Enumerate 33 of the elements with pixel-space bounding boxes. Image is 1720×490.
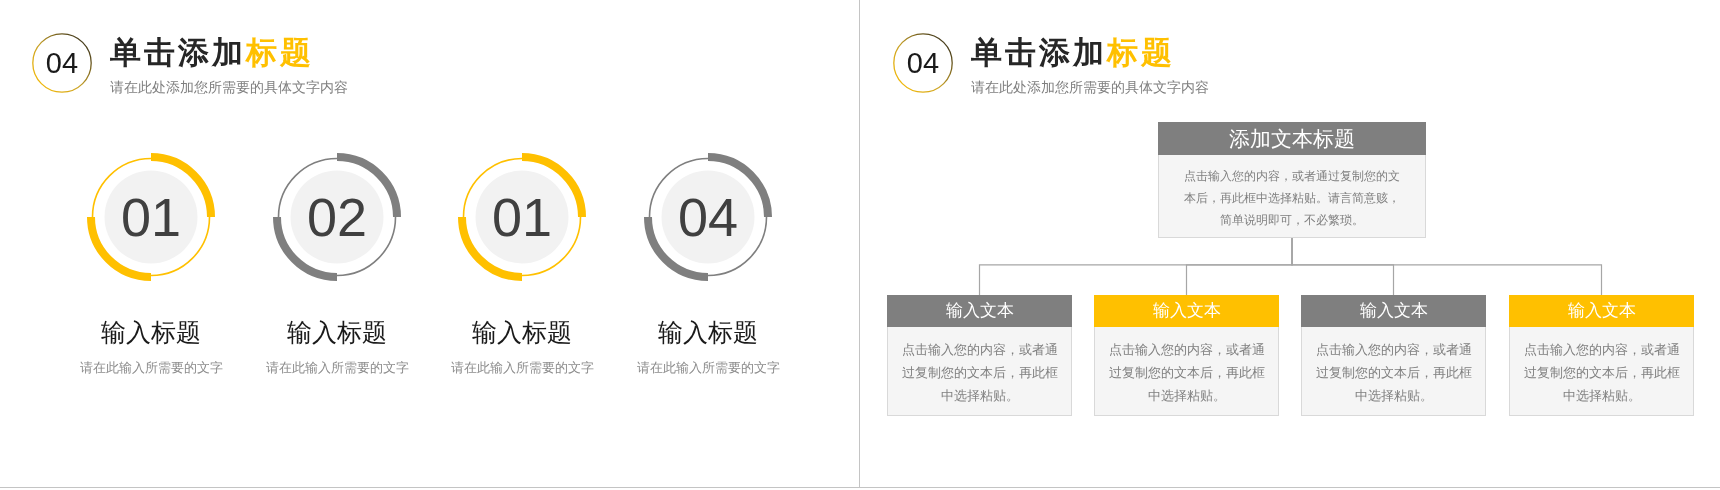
item-title: 输入标题 — [658, 317, 758, 347]
slide-subtitle: 请在此处添加您所需要的具体文字内容 — [110, 78, 348, 96]
text-card — [1301, 295, 1486, 416]
item-description: 请在此输入所需要的文字 — [450, 359, 594, 376]
slide-heading: 单击添加标题 — [971, 34, 1175, 71]
card-heading: 输入文本 — [1509, 295, 1694, 327]
slide-subtitle: 请在此处添加您所需要的具体文字内容 — [971, 78, 1209, 96]
card-heading: 输入文本 — [1301, 295, 1486, 327]
text-card — [1509, 295, 1694, 416]
item-description: 请在此输入所需要的文字 — [636, 359, 780, 376]
circle-number: 01 — [491, 188, 553, 246]
badge-number: 04 — [45, 47, 79, 79]
badge-number: 04 — [906, 47, 940, 79]
circle-number: 02 — [306, 188, 368, 246]
card-text: 点击输入您的内容，或者通过复制您的文本后，再此框中选择粘贴。 — [1107, 341, 1266, 405]
text-card — [1094, 295, 1279, 416]
card-text: 点击输入您的内容，或者通过复制您的文本后，再此框中选择粘贴。 — [1314, 341, 1473, 405]
item-title: 输入标题 — [472, 317, 572, 347]
item-title: 输入标题 — [287, 317, 387, 347]
card-text: 点击输入您的内容，或者通过复制您的文本后，再此框中选择粘贴。请言简意赅，简单说明即可，不必繁琐。 — [1183, 168, 1401, 229]
item-description: 请在此输入所需要的文字 — [265, 359, 409, 376]
card-heading: 输入文本 — [1094, 295, 1279, 327]
text-card — [1158, 122, 1426, 238]
card-text: 点击输入您的内容，或者通过复制您的文本后，再此框中选择粘贴。 — [1522, 341, 1681, 405]
circle-number: 04 — [677, 188, 739, 246]
card-heading: 输入文本 — [887, 295, 1072, 327]
item-description: 请在此输入所需要的文字 — [79, 359, 223, 376]
card-text: 点击输入您的内容，或者通过复制您的文本后，再此框中选择粘贴。 — [900, 341, 1059, 405]
circle-number: 01 — [120, 188, 182, 246]
text-card — [887, 295, 1072, 416]
slide-heading: 单击添加标题 — [110, 34, 314, 71]
item-title: 输入标题 — [101, 317, 201, 347]
card-heading: 添加文本标题 — [1158, 122, 1426, 155]
